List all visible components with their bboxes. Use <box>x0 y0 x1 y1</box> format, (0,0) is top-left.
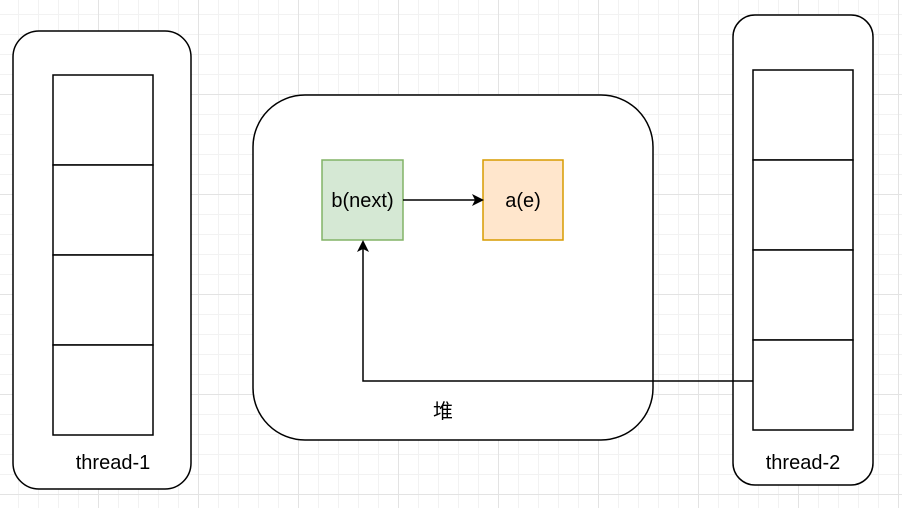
thread-2-stack-slot[interactable] <box>752 159 854 251</box>
thread-1-stack <box>52 74 154 436</box>
node-b-label: b(next) <box>331 190 393 212</box>
thread-2-container[interactable]: thread-2 <box>732 14 874 486</box>
node-b-box <box>321 159 404 241</box>
thread-1-stack-slot[interactable] <box>52 254 154 346</box>
node-a-label: a(e) <box>505 190 541 212</box>
heap-container[interactable]: 堆 b(next) a(e) <box>252 94 654 441</box>
thread-2-stack-slot[interactable] <box>752 69 854 161</box>
node-a-box <box>482 159 564 241</box>
thread-2-stack-slot[interactable] <box>752 249 854 341</box>
edge-thread2-to-b[interactable] <box>357 240 753 382</box>
thread-2-stack-slot[interactable] <box>752 339 854 431</box>
thread-1-stack-slot[interactable] <box>52 74 154 166</box>
thread-1-container[interactable]: thread-1 <box>12 30 192 490</box>
heap-frame <box>252 94 654 441</box>
thread-1-label: thread-1 <box>76 452 151 474</box>
thread-1-stack-slot[interactable] <box>52 344 154 436</box>
thread-2-stack <box>752 69 854 431</box>
thread-1-stack-slot[interactable] <box>52 164 154 256</box>
heap-label: 堆 <box>433 399 453 423</box>
thread-2-label: thread-2 <box>766 452 841 474</box>
node-b[interactable]: b(next) <box>321 159 404 241</box>
node-a[interactable]: a(e) <box>482 159 564 241</box>
